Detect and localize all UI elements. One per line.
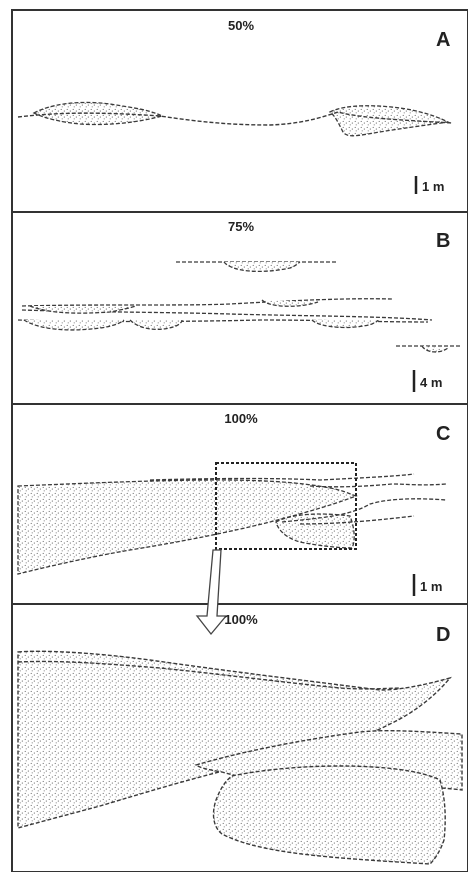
panel-a: 50% A 1 m (18, 18, 452, 194)
panel-d-letter: D (436, 624, 450, 646)
zoom-arrow-icon (197, 550, 226, 634)
panel-b-scale-bar: 4 m (414, 370, 442, 392)
panel-c-letter: C (436, 423, 450, 445)
panel-b-percent: 75% (228, 219, 254, 234)
panel-a-scale-bar: 1 m (416, 176, 444, 194)
panel-c-scale-label: 1 m (420, 579, 442, 594)
panel-c-upper-line (150, 474, 414, 480)
panel-b-lens-1 (24, 320, 124, 330)
panel-c-scale-bar: 1 m (414, 574, 442, 596)
panel-b-lens-2 (130, 320, 182, 329)
panel-a-scale-label: 1 m (422, 179, 444, 194)
panel-c-line-2 (310, 484, 446, 487)
panel-b-lower-right-lens (422, 346, 448, 352)
panel-b-letter: B (436, 230, 450, 252)
panel-b-lens-5 (312, 320, 378, 327)
panel-b-upper-lens (224, 262, 300, 271)
panel-d: 100% D (18, 612, 462, 864)
panel-c: 100% C 1 m (18, 411, 450, 596)
panel-a-letter: A (436, 29, 450, 51)
panel-d-lower-lens (214, 766, 446, 864)
panel-b: 75% B 4 m (18, 219, 462, 392)
panel-d-percent: 100% (224, 612, 258, 627)
panel-b-line-1 (22, 299, 392, 306)
panel-a-percent: 50% (228, 18, 254, 33)
panel-c-percent: 100% (224, 411, 258, 426)
panel-b-scale-label: 4 m (420, 375, 442, 390)
panel-a-lens-right (330, 106, 448, 136)
